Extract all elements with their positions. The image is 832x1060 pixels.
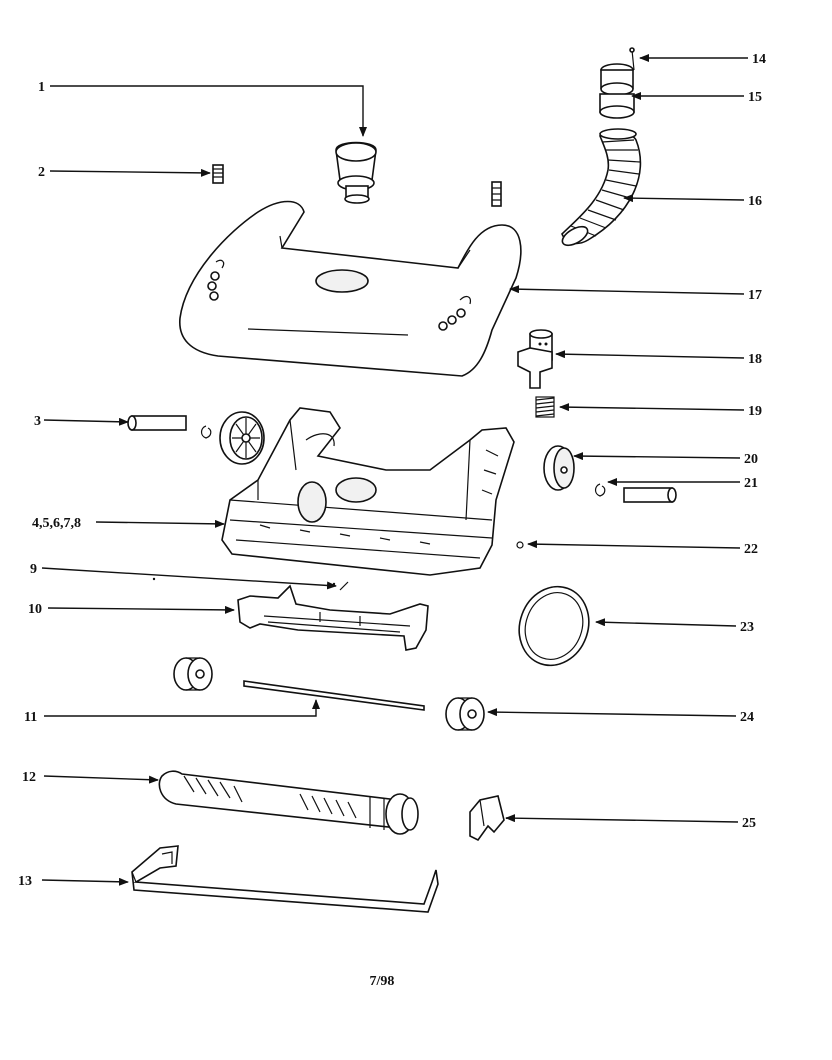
callout-17: 17	[748, 288, 762, 303]
callout-18: 18	[748, 352, 762, 367]
callout-23: 23	[740, 620, 754, 635]
callout-25: 25	[742, 816, 756, 831]
callout-12: 12	[22, 770, 36, 785]
callout-1: 1	[38, 80, 45, 95]
part-9-pin	[339, 581, 349, 591]
callout-13: 13	[18, 874, 32, 889]
part-11-rod	[243, 680, 425, 711]
part-16-hose	[561, 128, 642, 247]
part-12-brushroll	[158, 770, 419, 835]
callout-15: 15	[748, 90, 762, 105]
callout-21: 21	[744, 476, 758, 491]
part-20-wheel	[543, 445, 575, 491]
part-1-connector	[335, 141, 377, 204]
part-24-end-cap	[445, 697, 485, 731]
part-13-bumper	[131, 845, 439, 913]
part-10-plate	[237, 584, 429, 651]
callout-14: 14	[752, 52, 766, 67]
callout-19: 19	[748, 404, 762, 419]
part-17-hood	[179, 200, 522, 377]
part-22-clip	[516, 541, 524, 549]
part-3-axle	[127, 415, 187, 431]
part-21-clip	[594, 483, 677, 503]
leader-lines	[41, 54, 748, 886]
part-15-collar	[599, 63, 635, 119]
callout-10: 10	[28, 602, 42, 617]
wheel-left	[219, 411, 265, 465]
footer-date: 7/98	[370, 974, 395, 989]
callout-labels: 1 2 3 4,5,6,7,8 9 10 11 12 13 14 15 16 1…	[18, 52, 766, 889]
callout-16: 16	[748, 194, 762, 209]
part-2-screw	[212, 164, 224, 184]
part-18-housing	[517, 329, 553, 389]
callout-3: 3	[34, 414, 41, 429]
callout-20: 20	[744, 452, 758, 467]
callout-4-8: 4,5,6,7,8	[32, 516, 81, 531]
callout-9: 9	[30, 562, 37, 577]
part-23-belt	[518, 585, 590, 667]
part-25-bracket	[469, 795, 505, 842]
end-cap-left	[173, 657, 213, 691]
callout-11: 11	[24, 710, 37, 725]
part-14-pin	[629, 47, 635, 71]
clip-left	[200, 425, 212, 439]
part-19-spring	[535, 396, 555, 418]
hood-screw	[491, 181, 502, 207]
callout-22: 22	[744, 542, 758, 557]
callout-2: 2	[38, 165, 45, 180]
callout-24: 24	[740, 710, 754, 725]
part-4-8-base	[221, 407, 515, 576]
